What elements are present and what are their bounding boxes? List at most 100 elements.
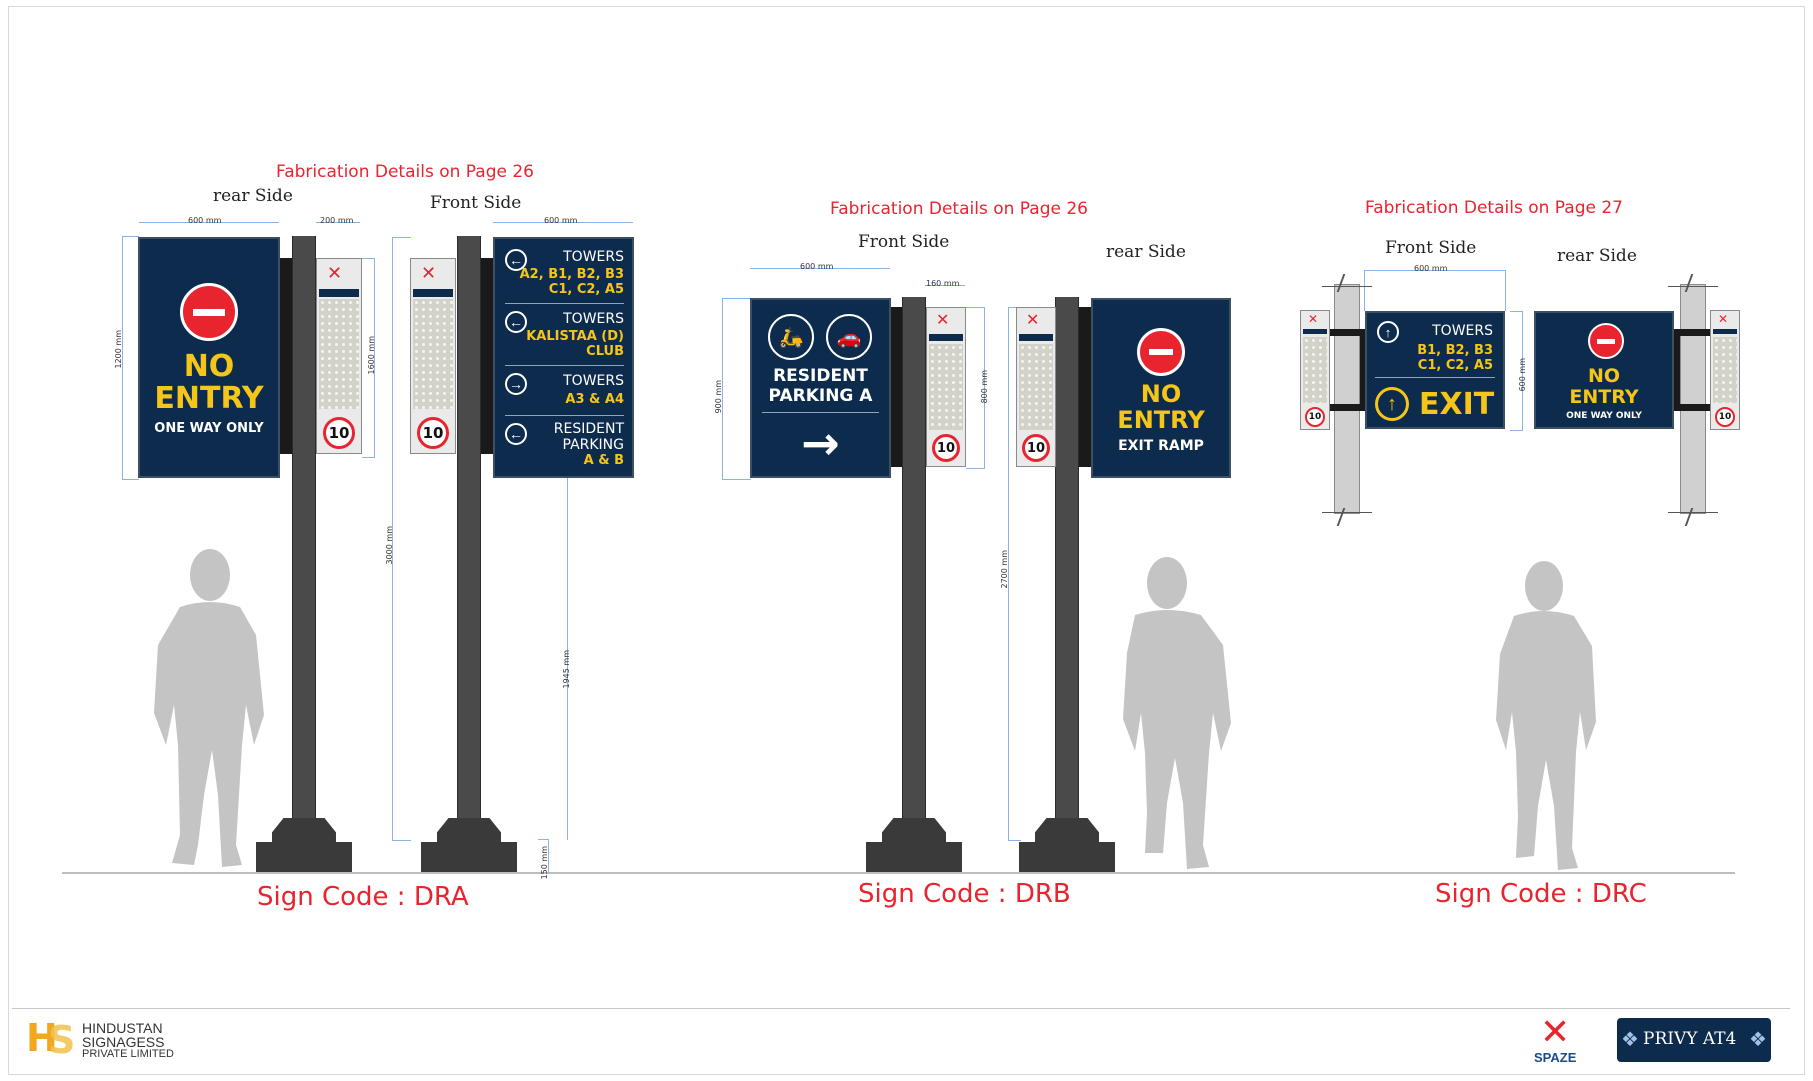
spaze-logo-icon: ✕: [1026, 312, 1040, 329]
dra-row2-detail1: KALISTAA (D): [526, 329, 624, 344]
dra-dim-h5-text: 150 mm: [540, 846, 549, 880]
drb-front-mount-strip: [890, 307, 902, 467]
spaze-logo-icon: ✕: [1718, 312, 1729, 326]
drc-front-bracket-bottom: [1330, 404, 1364, 411]
drb-front-panel: 🛵 🚗 RESIDENT PARKING A →: [750, 298, 891, 478]
dra-row1-title: TOWERS: [563, 249, 624, 265]
dra-dim-w3-text: 600 mm: [544, 216, 578, 225]
drc-fabrication-note: Fabrication Details on Page 27: [1365, 198, 1623, 218]
arrow-up-icon: ↑: [1375, 387, 1409, 421]
dra-row1-detail1: A2, B1, B2, B3: [519, 267, 624, 282]
dra-front-pole-base: [421, 842, 517, 872]
drc-rear-column: [1680, 284, 1706, 514]
privy-wordmark: PRIVY AT4: [1643, 1029, 1737, 1049]
drb-divider: [762, 412, 879, 413]
privy-strip: [413, 289, 453, 297]
dra-row4-title: RESIDENT: [553, 421, 624, 437]
drb-front-pole-plinth: [882, 818, 946, 842]
speed-limit-badge: 10: [1022, 434, 1050, 462]
spaze-wordmark: SPAZE: [1534, 1050, 1577, 1065]
dra-sign-code: Sign Code : DRA: [257, 882, 469, 912]
arrow-left-icon: ←: [505, 423, 527, 445]
dra-row3-detail1: A3 & A4: [565, 392, 624, 407]
drc-front-detail2: C1, C2, A5: [1417, 358, 1493, 373]
human-silhouette-2: [1123, 557, 1231, 869]
dra-row1-detail2: C1, C2, A5: [548, 282, 624, 297]
drb-rear-line2: ENTRY: [1117, 406, 1205, 434]
drc-rear-bracket-bottom: [1676, 404, 1710, 411]
drb-rear-panel: NO ENTRY EXIT RAMP: [1091, 298, 1231, 478]
drb-front-line1: RESIDENT: [773, 366, 868, 386]
spaze-logo-icon: ✕: [936, 312, 950, 329]
dra-row2-title: TOWERS: [563, 311, 624, 327]
car-icon: 🚗: [826, 314, 872, 360]
dra-dim-h3-text: 3000 mm: [385, 526, 394, 565]
drb-rear-pole: [1055, 297, 1079, 842]
dra-dim-top-w3: [493, 222, 633, 223]
human-silhouette-1: [154, 549, 264, 867]
drb-dim-h1-text: 900 mm: [714, 380, 723, 414]
footer-divider: [12, 1008, 1790, 1009]
drc-front-detail1: B1, B2, B3: [1417, 343, 1493, 358]
drb-front-pole-base: [866, 842, 962, 872]
drc-dim-w1-text: 600 mm: [1414, 264, 1448, 273]
dra-dim-top-w1: [139, 222, 279, 223]
drc-front-column-cap: [1322, 286, 1372, 287]
dra-dim-h5: [538, 839, 549, 873]
motorcycle-icon: 🛵: [768, 314, 814, 360]
drb-dim-h1: [722, 298, 751, 480]
drb-front-line2: PARKING A: [768, 386, 873, 406]
dra-rear-mount-strip: [280, 258, 292, 454]
dra-rear-pole: [292, 236, 316, 842]
speed-limit-badge: 10: [323, 417, 355, 449]
privy-strip: [929, 334, 963, 341]
drb-rear-mount-strip: [1079, 307, 1091, 467]
dra-dim-h4-text: 1945 mm: [562, 650, 571, 689]
dra-front-mount-strip: [481, 258, 493, 454]
drawing-sheet: [8, 6, 1805, 1075]
drb-dim-h2: [966, 307, 985, 469]
spaze-logo-icon: ✕: [327, 263, 343, 283]
drb-dim-h3: [1008, 307, 1021, 841]
drb-dim-w1-text: 600 mm: [800, 262, 834, 271]
drb-dim-top-w1: [750, 268, 890, 269]
drc-rear-brand-panel: ✕ 10: [1710, 310, 1740, 430]
dra-row4-title2: PARKING: [562, 437, 624, 453]
arrow-up-icon: ↑: [1377, 321, 1399, 343]
drc-front-exit: EXIT: [1419, 387, 1495, 422]
arrow-left-icon: ←: [505, 249, 527, 271]
spaze-logo-icon: ✕: [421, 263, 437, 283]
hs-monogram-icon: H S: [26, 1016, 76, 1062]
drc-front-column-foot: [1322, 512, 1372, 513]
privy-ornament-left-icon: ❖: [1621, 1029, 1639, 1051]
dra-rear-line1: NO: [183, 349, 235, 384]
hs-company-line2: SIGNAGESS: [82, 1034, 165, 1050]
drb-dim-h3-text: 2700 mm: [1000, 550, 1009, 589]
dra-rear-line3: ONE WAY ONLY: [154, 421, 264, 436]
dra-rear-pole-plinth: [272, 818, 336, 842]
drc-front-brand-panel: ✕ 10: [1300, 310, 1330, 430]
dra-front-side-label: Front Side: [430, 193, 522, 213]
drc-front-column: [1334, 284, 1360, 514]
drc-rear-column-foot: [1668, 512, 1718, 513]
drc-rear-side-label: rear Side: [1557, 246, 1637, 266]
dra-dim-h1: [122, 236, 139, 480]
drc-rear-panel: NO ENTRY ONE WAY ONLY: [1534, 311, 1674, 429]
drb-front-pole: [902, 297, 926, 842]
dra-dim-h1-text: 1200 mm: [114, 330, 123, 369]
dra-row3-title: TOWERS: [563, 373, 624, 389]
drb-rear-side-label: rear Side: [1106, 242, 1186, 262]
drc-rear-line2: ENTRY: [1569, 386, 1639, 408]
drb-sign-code: Sign Code : DRB: [858, 879, 1071, 909]
drc-rear-bracket-top: [1676, 329, 1710, 336]
privy-strip: [319, 289, 359, 297]
no-entry-icon: [1137, 328, 1185, 376]
privy-strip: [1019, 334, 1053, 341]
dra-row4-detail1: A & B: [583, 453, 624, 468]
drc-sign-code: Sign Code : DRC: [1435, 879, 1647, 909]
dra-dim-h3: [392, 237, 411, 841]
no-entry-icon: [1588, 323, 1624, 359]
drc-rear-bracket-arm: [1674, 329, 1680, 411]
drc-front-side-label: Front Side: [1385, 238, 1477, 258]
dra-rear-brand-panel: ✕ 10: [316, 258, 362, 454]
